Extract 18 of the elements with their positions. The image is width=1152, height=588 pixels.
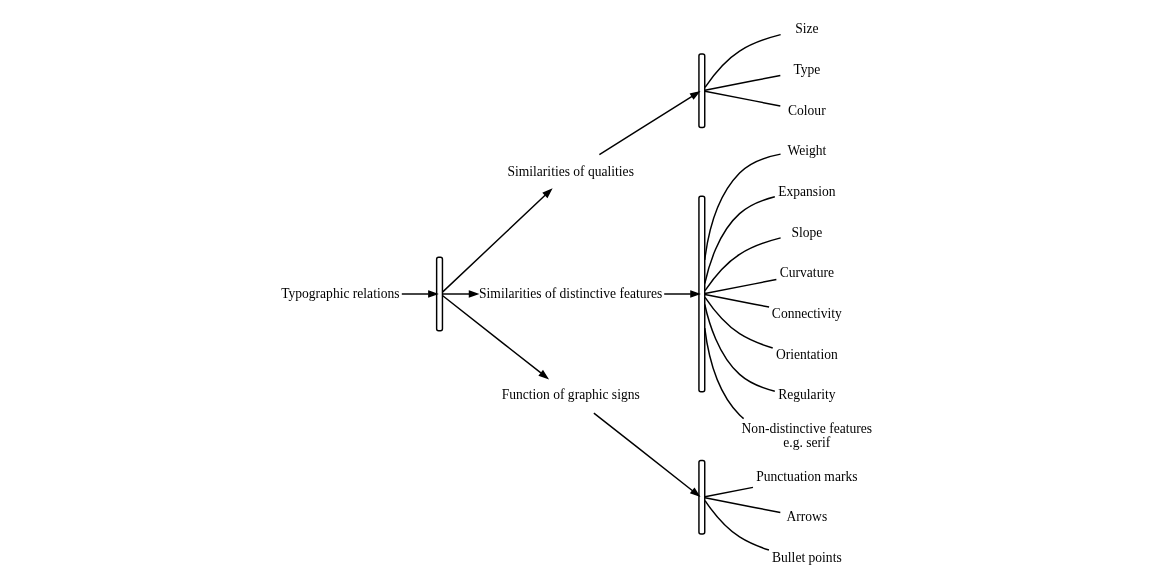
node-text: Typographic relations bbox=[280, 285, 399, 301]
node-text: Bullet points bbox=[771, 549, 842, 565]
node-text: Punctuation marks bbox=[755, 468, 857, 484]
node-text: Non-distinctive features e.g. serif bbox=[741, 420, 872, 451]
node-text: Orientation bbox=[775, 346, 838, 362]
node-text: Expansion bbox=[777, 183, 835, 199]
node-text: Size bbox=[794, 21, 819, 37]
node-text: Colour bbox=[787, 102, 826, 118]
node-text: Arrows bbox=[786, 509, 827, 525]
node-text: Similarities of qualities bbox=[506, 163, 634, 179]
node-text: Slope bbox=[790, 224, 822, 240]
node-text: Weight bbox=[786, 143, 826, 159]
node-text: Regularity bbox=[777, 387, 835, 403]
node-text: Curvature bbox=[779, 265, 834, 281]
node-text: Type bbox=[792, 62, 820, 77]
node-text: Function of graphic signs bbox=[501, 387, 640, 403]
node-text: Connectivity bbox=[771, 305, 842, 321]
node-text: Similarities of distinctive features bbox=[478, 285, 662, 301]
